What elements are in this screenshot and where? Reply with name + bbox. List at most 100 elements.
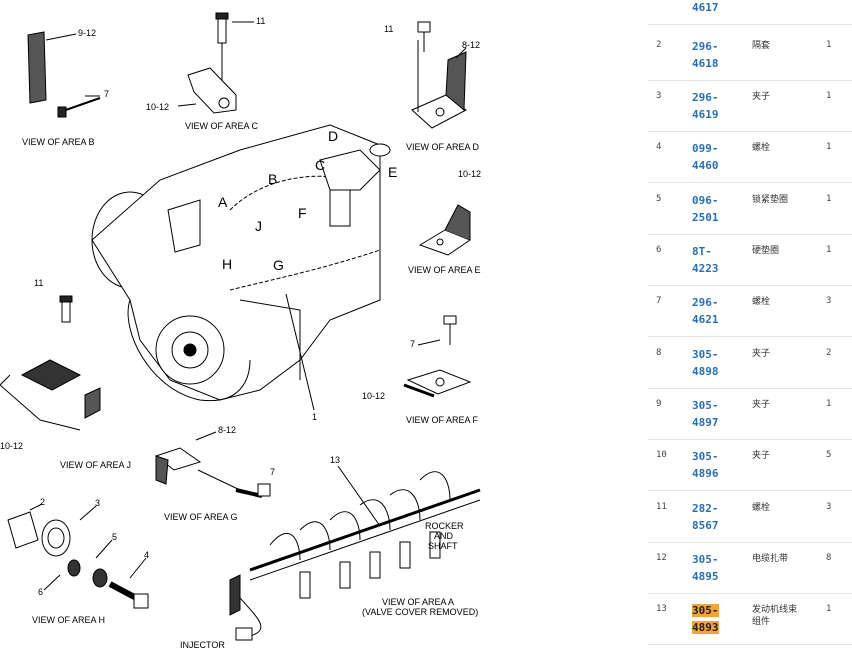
part-quantity: 2 [826, 348, 832, 358]
part-number-link[interactable]: 296-4619 [692, 89, 722, 123]
view-c-label: VIEW OF AREA C [185, 121, 259, 131]
part-number-prefix: 305- [692, 348, 719, 361]
part-number-suffix: 4621 [692, 313, 719, 326]
part-quantity: 1 [826, 245, 832, 255]
part-name: 电缆扎带 [752, 553, 812, 565]
part-name: 隔套 [752, 40, 812, 52]
callout-10-12-j: 10-12 [0, 441, 23, 451]
part-index: 5 [656, 194, 662, 204]
part-name-line-1: 夹子 [752, 400, 771, 410]
callout-3: 3 [95, 498, 100, 508]
view-h-parts [7, 503, 149, 609]
engine-block [91, 124, 391, 411]
area-letter-d: D [328, 128, 338, 144]
part-number-link[interactable]: 099-4460 [692, 140, 722, 174]
part-name: 夹子 [752, 399, 812, 411]
part-index: 9 [656, 399, 662, 409]
part-name-line-1: 发动机线束 [752, 605, 798, 615]
parts-row: 6 8T-4223 硬垫圈 1 [648, 235, 852, 286]
part-number-link[interactable]: 296-4617 [692, 0, 722, 16]
callout-1: 1 [312, 412, 317, 422]
part-number-suffix: 4223 [692, 262, 719, 275]
part-number-link[interactable]: 8T-4223 [692, 243, 722, 277]
callout-6: 6 [38, 587, 43, 597]
part-name: 发动机线束组件 [752, 604, 812, 628]
part-name: 螺栓 [752, 502, 812, 514]
part-number-prefix: 305- [692, 450, 719, 463]
view-h-label: VIEW OF AREA H [32, 615, 105, 625]
part-name: 螺栓 [752, 296, 812, 308]
area-letter-e: E [388, 164, 397, 180]
view-j-label: VIEW OF AREA J [60, 460, 131, 470]
part-name-line-1: 硬垫圈 [752, 246, 780, 256]
part-number-link[interactable]: 305-4896 [692, 448, 722, 482]
part-quantity: 5 [826, 450, 832, 460]
part-quantity: 1 [826, 604, 832, 614]
view-d-bracket [411, 21, 467, 129]
part-number-prefix: 305- [692, 553, 719, 566]
part-name: 夹子 [752, 348, 812, 360]
part-name: 螺栓 [752, 142, 812, 154]
part-number-link[interactable]: 296-4618 [692, 38, 722, 72]
callout-8-12-g: 8-12 [218, 425, 236, 435]
callout-7-f: 7 [410, 339, 415, 349]
part-index: 12 [656, 553, 667, 563]
view-g-bracket [154, 431, 271, 498]
part-name-line-1: 隔套 [752, 41, 771, 51]
part-number-link[interactable]: 305-4895 [692, 551, 722, 585]
part-number-link[interactable]: 305-4898 [692, 346, 722, 380]
callout-10-12-f: 10-12 [362, 391, 385, 401]
part-quantity: 1 [826, 194, 832, 204]
part-number-link[interactable]: 305-4897 [692, 397, 722, 431]
part-name: 夹子 [752, 91, 812, 103]
injector-label: INJECTOR [180, 640, 225, 650]
part-index: 8 [656, 348, 662, 358]
callout-8-12-d: 8-12 [462, 40, 480, 50]
view-c-bracket [177, 12, 254, 114]
parts-row: 296-4617组件 [648, 0, 852, 25]
part-quantity: 1 [826, 399, 832, 409]
part-number-suffix: 4460 [692, 159, 719, 172]
part-name-line-1: 夹子 [752, 349, 771, 359]
part-name-line-1: 螺栓 [752, 297, 771, 307]
part-index: 6 [656, 245, 662, 255]
callout-11-j: 11 [34, 278, 43, 288]
part-number-prefix: 296- [692, 91, 719, 104]
part-number-prefix: 096- [692, 194, 719, 207]
rocker-label-3: SHAFT [428, 541, 458, 551]
callout-2: 2 [40, 497, 45, 507]
part-number-link[interactable]: 305- 4893 [692, 602, 722, 636]
view-e-label: VIEW OF AREA E [408, 265, 481, 275]
callout-7-b: 7 [104, 89, 109, 99]
part-index: 2 [656, 40, 662, 50]
callout-13: 13 [330, 455, 340, 465]
parts-diagram: VIEW OF AREA B 9-12 7 VIEW OF AREA C 11 … [0, 12, 481, 650]
part-number-link[interactable]: 296- 4621 [692, 294, 722, 328]
part-index: 3 [656, 91, 662, 101]
part-number-link[interactable]: 096-2501 [692, 192, 722, 226]
part-index: 10 [656, 450, 667, 460]
parts-row: 8 305-4898 夹子 2 [648, 338, 852, 389]
part-name-line-1: 螺栓 [752, 143, 771, 153]
part-quantity: 3 [826, 502, 832, 512]
part-number-link[interactable]: 282-8567 [692, 500, 722, 534]
part-name: 硬垫圈 [752, 245, 812, 257]
part-quantity: 3 [826, 296, 832, 306]
area-letter-f: F [298, 205, 307, 221]
part-name-line-1: 夹子 [752, 451, 771, 461]
area-letter-g: G [273, 257, 284, 273]
part-number-prefix: 296- [692, 296, 719, 309]
view-j-bracket [0, 295, 101, 431]
part-number-suffix: 4893 [692, 621, 719, 634]
part-number-prefix: 305- [692, 604, 719, 617]
callout-4: 4 [144, 550, 149, 560]
parts-row: 10 305-4896 夹子 5 [648, 440, 852, 491]
part-name-line-1: 锁紧垫圈 [752, 195, 789, 205]
area-letter-a: A [218, 194, 228, 210]
